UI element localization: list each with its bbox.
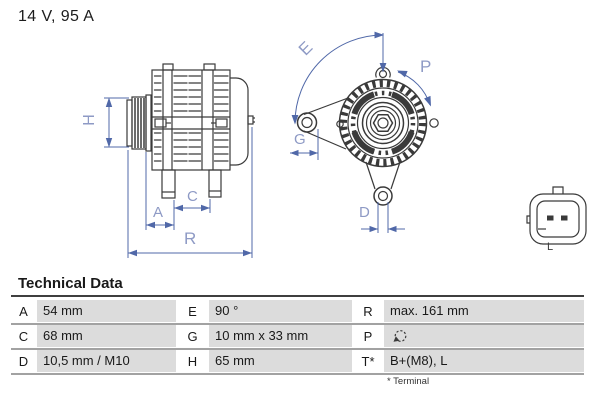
spec-value: B+(M8), L	[384, 350, 584, 372]
connector-pin	[561, 215, 568, 221]
dim-label-h: H	[80, 114, 98, 126]
spec-key: E	[188, 303, 197, 319]
dim-label-g: G	[294, 131, 306, 148]
connector-pin	[547, 215, 554, 221]
spec-key: A	[19, 303, 28, 319]
dim-label-d: D	[359, 204, 370, 221]
dim-label-r: R	[184, 229, 197, 248]
alternator-drawing-svg	[104, 31, 587, 258]
table-row: D 10,5 mm / M10 H 65 mm T* B+(M8), L	[11, 350, 584, 375]
spec-value: 10 mm x 33 mm	[209, 325, 352, 347]
spec-value: max. 161 mm	[384, 300, 584, 322]
dim-label-c: C	[187, 188, 198, 205]
connector-pin-label: L	[546, 241, 554, 253]
front-view-dimensions	[290, 31, 431, 233]
dim-label-p: P	[420, 57, 432, 76]
spec-key: R	[363, 303, 373, 319]
spec-key: T*	[361, 353, 375, 369]
spec-key: D	[18, 353, 29, 369]
front-view-drawing	[296, 66, 439, 206]
spec-key: H	[187, 353, 198, 369]
spec-value	[384, 325, 584, 347]
rating-title: 14 V, 95 A	[18, 8, 95, 25]
table-row: C 68 mm G 10 mm x 33 mm P	[11, 325, 584, 350]
side-view-drawing	[126, 63, 255, 199]
spec-value: 10,5 mm / M10	[37, 350, 176, 372]
table-row: A 54 mm E 90 ° R max. 161 mm	[11, 300, 584, 325]
spec-value: 90 °	[209, 300, 352, 322]
technical-data-table: Technical Data A 54 mm E 90 ° R max. 161…	[11, 275, 584, 387]
spec-value: 54 mm	[37, 300, 176, 322]
table-footnote: * Terminal	[387, 376, 430, 387]
spec-key: P	[363, 328, 373, 344]
spec-key: G	[187, 328, 198, 344]
spec-value: 68 mm	[37, 325, 176, 347]
connector-drawing	[526, 186, 587, 245]
spec-value: 65 mm	[209, 350, 352, 372]
spec-key: C	[18, 328, 29, 344]
rotation-direction-icon	[393, 329, 407, 342]
dim-label-a: A	[153, 204, 164, 221]
side-view-dimensions	[104, 97, 253, 258]
technical-drawing: H A C R E P G D L	[80, 31, 587, 258]
table-title: Technical Data	[11, 275, 584, 297]
